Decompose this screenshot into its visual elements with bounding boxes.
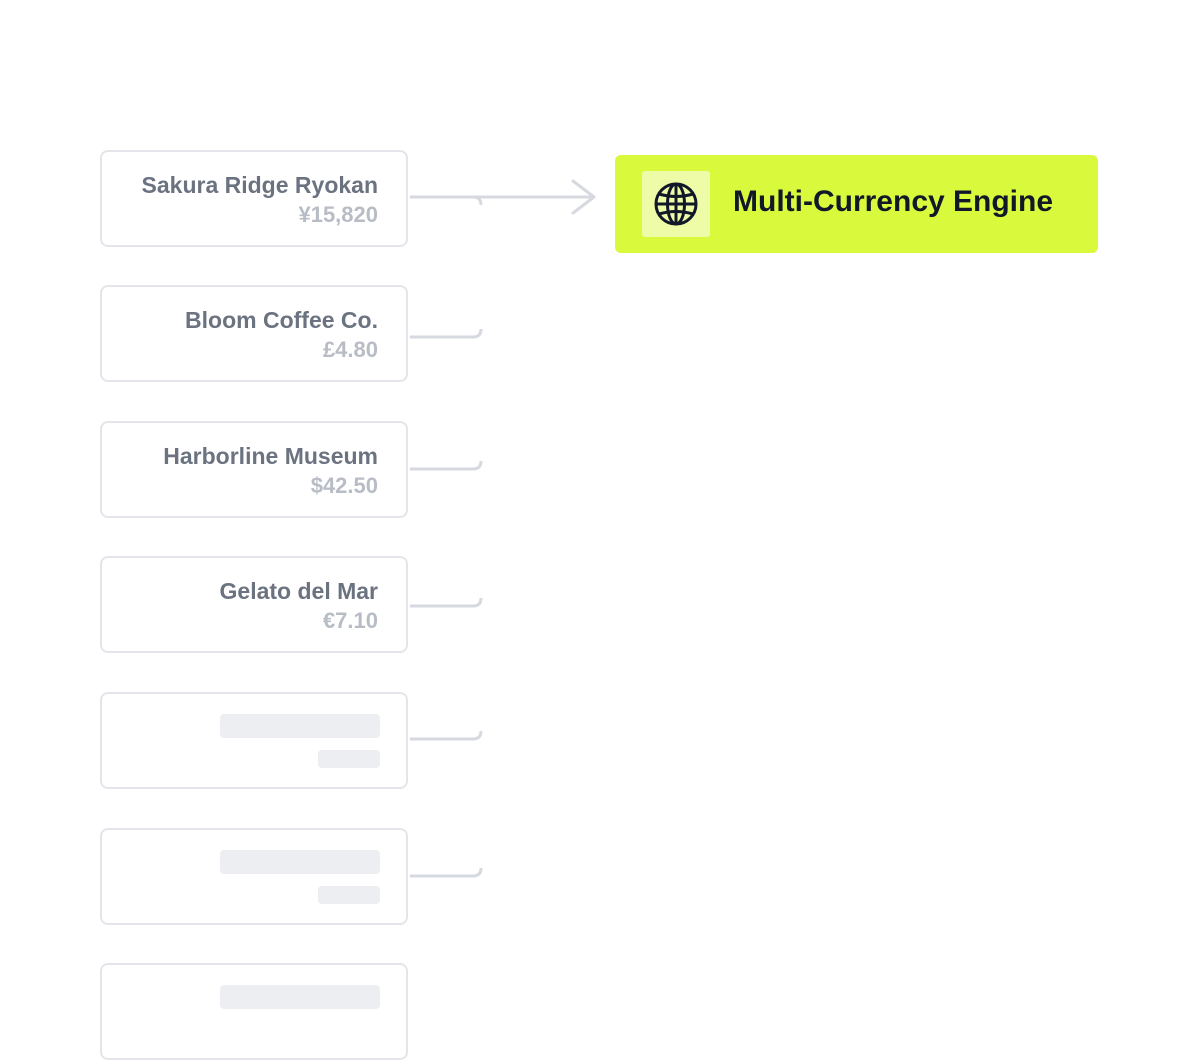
source-amount: £4.80 [322,337,378,362]
source-card-harborline-museum: Harborline Museum $42.50 [100,421,408,518]
source-amount: $42.50 [310,473,378,498]
skeleton-line [318,750,380,768]
skeleton-line [220,850,380,874]
source-card-bloom-coffee: Bloom Coffee Co. £4.80 [100,285,408,382]
source-name: Bloom Coffee Co. [185,307,378,333]
source-name: Sakura Ridge Ryokan [141,172,378,198]
skeleton-line [318,886,380,904]
placeholder-card [100,963,408,1060]
source-card-sakura-ridge-ryokan: Sakura Ridge Ryokan ¥15,820 [100,150,408,247]
arrowhead-icon [571,179,596,215]
engine-icon-container [642,171,710,237]
connector-branch-1 [472,195,483,206]
source-name: Harborline Museum [163,443,378,469]
connector-branch-4 [410,597,483,608]
engine-label: Multi-Currency Engine [733,185,1054,218]
source-amount: ¥15,820 [298,202,378,227]
connector-branch-5 [410,730,483,741]
connector-lines [410,179,596,1006]
connector-branch-2 [410,328,483,339]
source-amount: €7.10 [322,608,378,633]
multi-currency-engine-node: Multi-Currency Engine [615,155,1098,253]
source-name: Gelato del Mar [219,578,378,604]
source-card-gelato-del-mar: Gelato del Mar €7.10 [100,556,408,653]
placeholder-card [100,692,408,789]
connector-branch-3 [410,460,483,471]
skeleton-line [220,985,380,1009]
skeleton-line [220,714,380,738]
connector-branch-6 [410,867,483,878]
placeholder-card [100,828,408,925]
globe-icon [654,182,698,226]
